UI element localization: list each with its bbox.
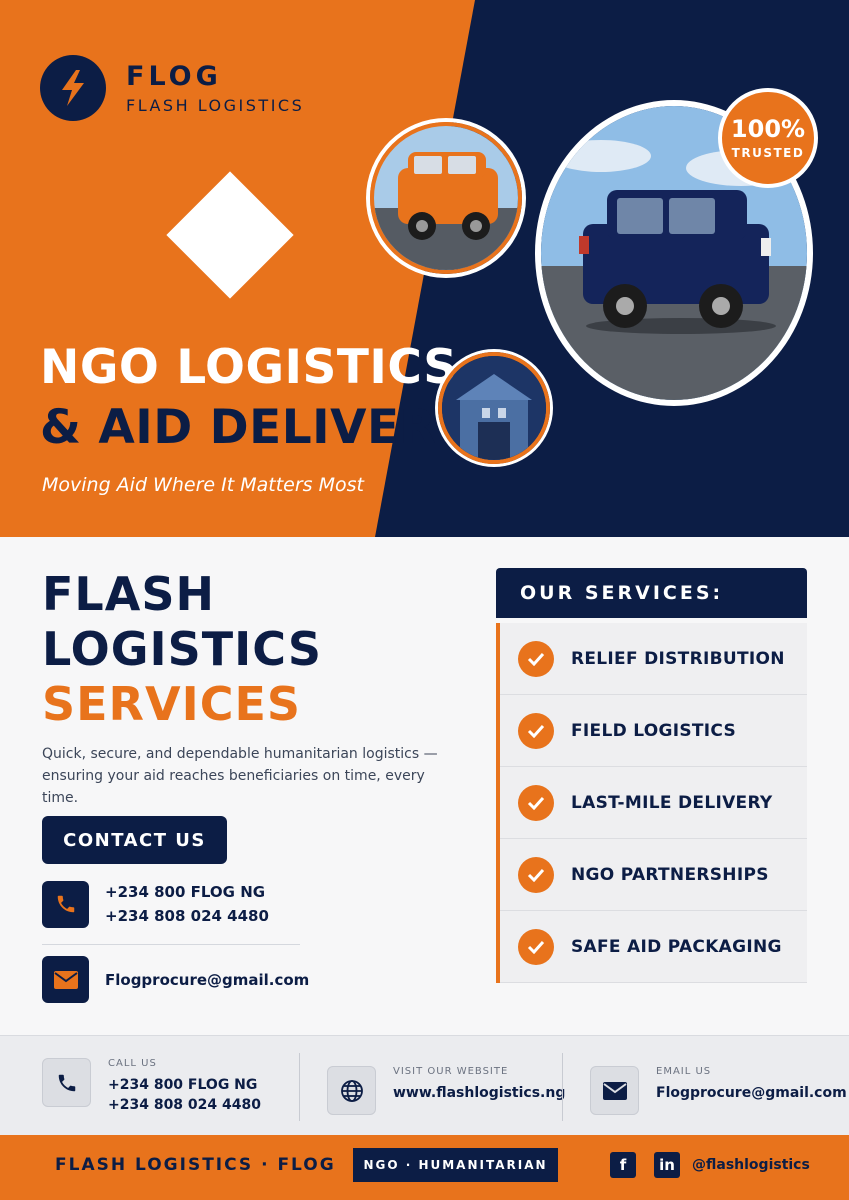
main-title-line2: LOGISTICS: [42, 622, 323, 676]
hero-tagline: Moving Aid Where It Matters Most: [42, 474, 364, 496]
description: Quick, secure, and dependable humanitari…: [42, 746, 438, 806]
hero-title: NGO LOGISTICS & AID DELIVERY: [40, 338, 468, 458]
mail-icon: [42, 956, 89, 1003]
main-title: FLASH LOGISTICS SERVICES: [42, 567, 322, 732]
linkedin-icon[interactable]: in: [654, 1152, 680, 1178]
service-label: LAST-MILE DELIVERY: [571, 792, 773, 813]
social-links: f in @flashlogistics: [610, 1152, 810, 1178]
check-icon: [518, 928, 554, 965]
phone-icon: [42, 1058, 91, 1107]
service-item[interactable]: LAST-MILE DELIVERY: [500, 767, 807, 839]
facebook-icon[interactable]: f: [610, 1152, 636, 1178]
contact-email: Flogprocure@gmail.com: [105, 970, 310, 989]
mail-icon: [590, 1066, 639, 1115]
trusted-badge: 100% TRUSTED: [718, 88, 818, 188]
brand-name: FLOG: [126, 60, 222, 92]
main-title-line3: SERVICES: [42, 677, 302, 731]
footer: FLASH LOGISTICS · FLOG NGO · HUMANITARIA…: [0, 1135, 849, 1200]
hero-banner: FLOG FLASH LOGISTICS NGO LOGISTICS & AID…: [0, 0, 849, 537]
phone-secondary: +234 808 024 4480: [105, 907, 269, 925]
service-label: FIELD LOGISTICS: [571, 720, 737, 741]
service-label: SAFE AID PACKAGING: [571, 936, 782, 957]
service-item[interactable]: RELIEF DISTRIBUTION: [500, 623, 807, 695]
service-item[interactable]: SAFE AID PACKAGING: [500, 911, 807, 983]
social-handle[interactable]: @flashlogistics: [692, 1157, 810, 1173]
email-address[interactable]: Flogprocure@gmail.com: [656, 1085, 847, 1101]
badge-label: TRUSTED: [731, 146, 805, 160]
website-label: VISIT OUR WEBSITE: [393, 1066, 509, 1077]
email-block[interactable]: EMAIL US Flogprocure@gmail.com: [590, 1066, 847, 1115]
services-heading: OUR SERVICES:: [496, 568, 807, 618]
check-icon: [518, 784, 554, 821]
service-item[interactable]: NGO PARTNERSHIPS: [500, 839, 807, 911]
hero-title-line2: & AID DELIVERY: [40, 400, 469, 455]
services-panel: OUR SERVICES: RELIEF DISTRIBUTION FIELD …: [496, 568, 807, 983]
brand-logo[interactable]: FLOG FLASH LOGISTICS: [40, 55, 304, 121]
orange-car-image: [370, 122, 522, 274]
footer-brand: FLASH LOGISTICS · FLOG: [55, 1155, 336, 1175]
brand-full-name: FLASH LOGISTICS: [126, 95, 305, 115]
contact-us-button[interactable]: CONTACT US: [42, 816, 227, 864]
logo-text: FLOG FLASH LOGISTICS: [126, 60, 305, 115]
website-block[interactable]: VISIT OUR WEBSITE www.flashlogistics.ng: [327, 1066, 565, 1115]
call-phone-secondary: +234 808 024 4480: [108, 1097, 261, 1113]
website-url[interactable]: www.flashlogistics.ng: [393, 1085, 566, 1101]
strip-divider: [562, 1053, 563, 1121]
service-item[interactable]: FIELD LOGISTICS: [500, 695, 807, 767]
footer-tag: NGO · HUMANITARIAN: [353, 1148, 558, 1182]
lightning-icon: [40, 55, 106, 121]
email-label: EMAIL US: [656, 1066, 712, 1077]
call-phone-primary: +234 800 FLOG NG: [108, 1077, 258, 1093]
globe-icon: [327, 1066, 376, 1115]
check-icon: [518, 712, 554, 749]
contact-phone-row[interactable]: +234 800 FLOG NG +234 808 024 4480: [42, 880, 269, 928]
call-label: CALL US: [108, 1058, 157, 1069]
services-section: FLASH LOGISTICS SERVICES Quick, secure, …: [0, 537, 849, 1035]
hero-title-line1: NGO LOGISTICS: [40, 340, 458, 395]
phone-primary: +234 800 FLOG NG: [105, 883, 266, 901]
check-icon: [518, 856, 554, 893]
main-title-line1: FLASH: [42, 567, 215, 621]
call-us-block[interactable]: CALL US +234 800 FLOG NG +234 808 024 44…: [42, 1058, 261, 1115]
contact-strip: CALL US +234 800 FLOG NG +234 808 024 44…: [0, 1035, 849, 1135]
check-icon: [518, 640, 554, 677]
badge-percent: 100%: [730, 115, 806, 143]
phone-icon: [42, 880, 89, 928]
warehouse-image: [438, 352, 550, 464]
strip-divider: [299, 1053, 300, 1121]
contact-divider: [42, 944, 300, 945]
services-list: RELIEF DISTRIBUTION FIELD LOGISTICS LAST…: [496, 623, 807, 983]
contact-email-row[interactable]: Flogprocure@gmail.com: [42, 956, 309, 1003]
service-label: NGO PARTNERSHIPS: [571, 864, 769, 885]
service-label: RELIEF DISTRIBUTION: [571, 648, 785, 669]
